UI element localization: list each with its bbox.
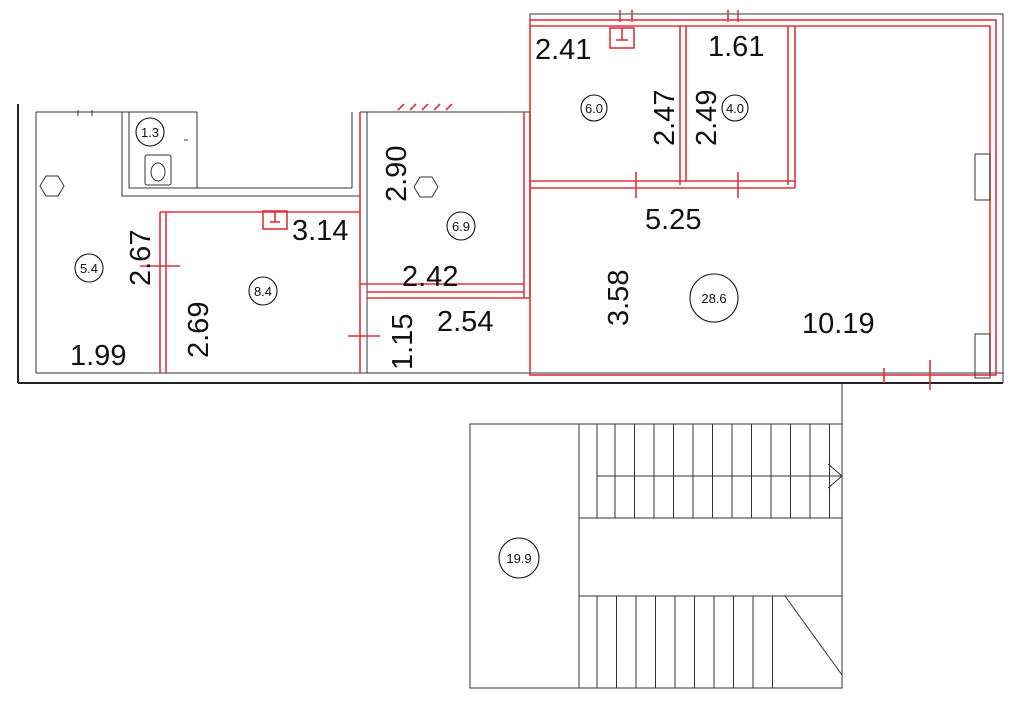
dimension-2-67: 2.67	[125, 230, 157, 286]
area-label-28-6: 28.6	[689, 273, 739, 323]
window-icon	[974, 153, 991, 379]
dimension-2-54: 2.54	[437, 306, 493, 338]
dimension-1-61: 1.61	[708, 31, 764, 63]
area-text: 6.9	[452, 219, 470, 234]
dimension-2-42: 2.42	[402, 261, 458, 293]
stair-direction-arrow-icon	[827, 463, 843, 489]
dimension-2-90: 2.90	[381, 146, 413, 202]
dimension-2-41: 2.41	[535, 34, 591, 66]
area-text: 28.6	[701, 291, 726, 306]
hexagon-fixture-icon	[39, 175, 65, 197]
electric-panel-icon	[609, 27, 635, 49]
area-text: 8.4	[254, 284, 272, 299]
area-text: 6.0	[585, 101, 603, 116]
dimension-10-19: 10.19	[802, 308, 875, 340]
area-text: 19.9	[506, 551, 531, 566]
dimension-3-14: 3.14	[292, 215, 348, 247]
electric-panel-icon	[262, 210, 288, 230]
exterior-walls	[17, 13, 1004, 384]
area-label-6-0: 6.0	[580, 94, 608, 122]
area-text: 5.4	[80, 261, 98, 276]
area-label-1-3: 1.3	[135, 117, 165, 147]
dimension-1-15: 1.15	[387, 314, 419, 370]
dimension-5-25: 5.25	[645, 204, 701, 236]
partition-walls	[140, 10, 997, 390]
small-marks	[77, 110, 188, 141]
area-label-4-0: 4.0	[721, 94, 749, 122]
area-label-5-4: 5.4	[74, 253, 104, 283]
dimension-1-99: 1.99	[70, 340, 126, 372]
dimension-2-47: 2.47	[649, 90, 681, 146]
area-label-8-4: 8.4	[248, 276, 278, 306]
hexagon-fixture-icon	[413, 176, 439, 198]
area-label-19-9: 19.9	[498, 537, 540, 579]
dimension-2-69: 2.69	[183, 302, 215, 358]
toilet-icon	[144, 154, 172, 186]
dimension-3-58: 3.58	[603, 270, 635, 326]
staircase	[469, 383, 843, 689]
area-label-6-9: 6.9	[446, 211, 476, 241]
area-text: 1.3	[141, 125, 159, 140]
area-text: 4.0	[726, 101, 744, 116]
dimension-2-49: 2.49	[691, 90, 723, 146]
